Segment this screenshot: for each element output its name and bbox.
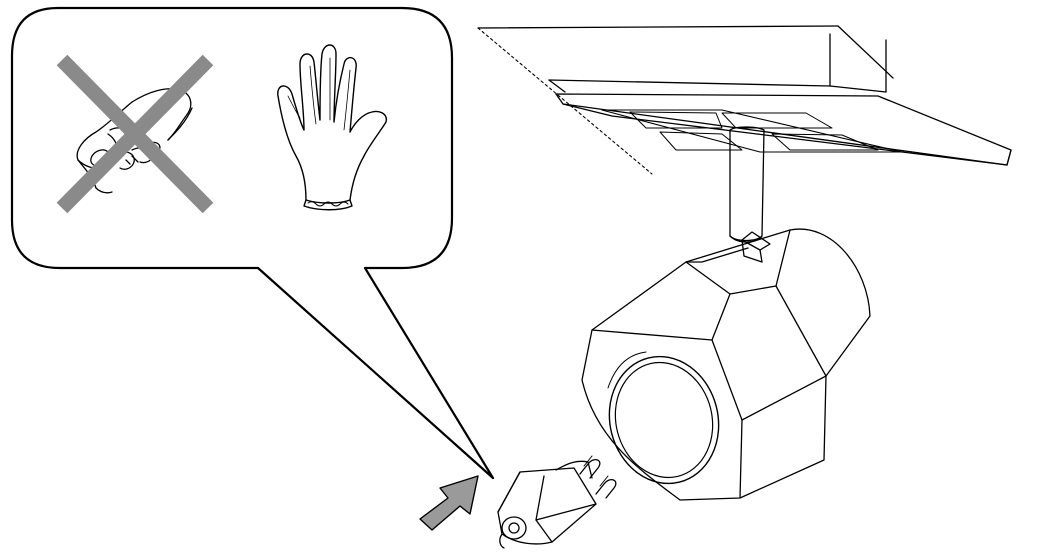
bulb-icon [497,455,617,549]
callout-bubble [10,6,495,480]
glove-icon [277,44,387,211]
arrow-icon [419,475,479,531]
lamp-icon [581,228,871,501]
cross-icon [56,54,214,214]
ceiling-mount-icon [477,25,1012,243]
